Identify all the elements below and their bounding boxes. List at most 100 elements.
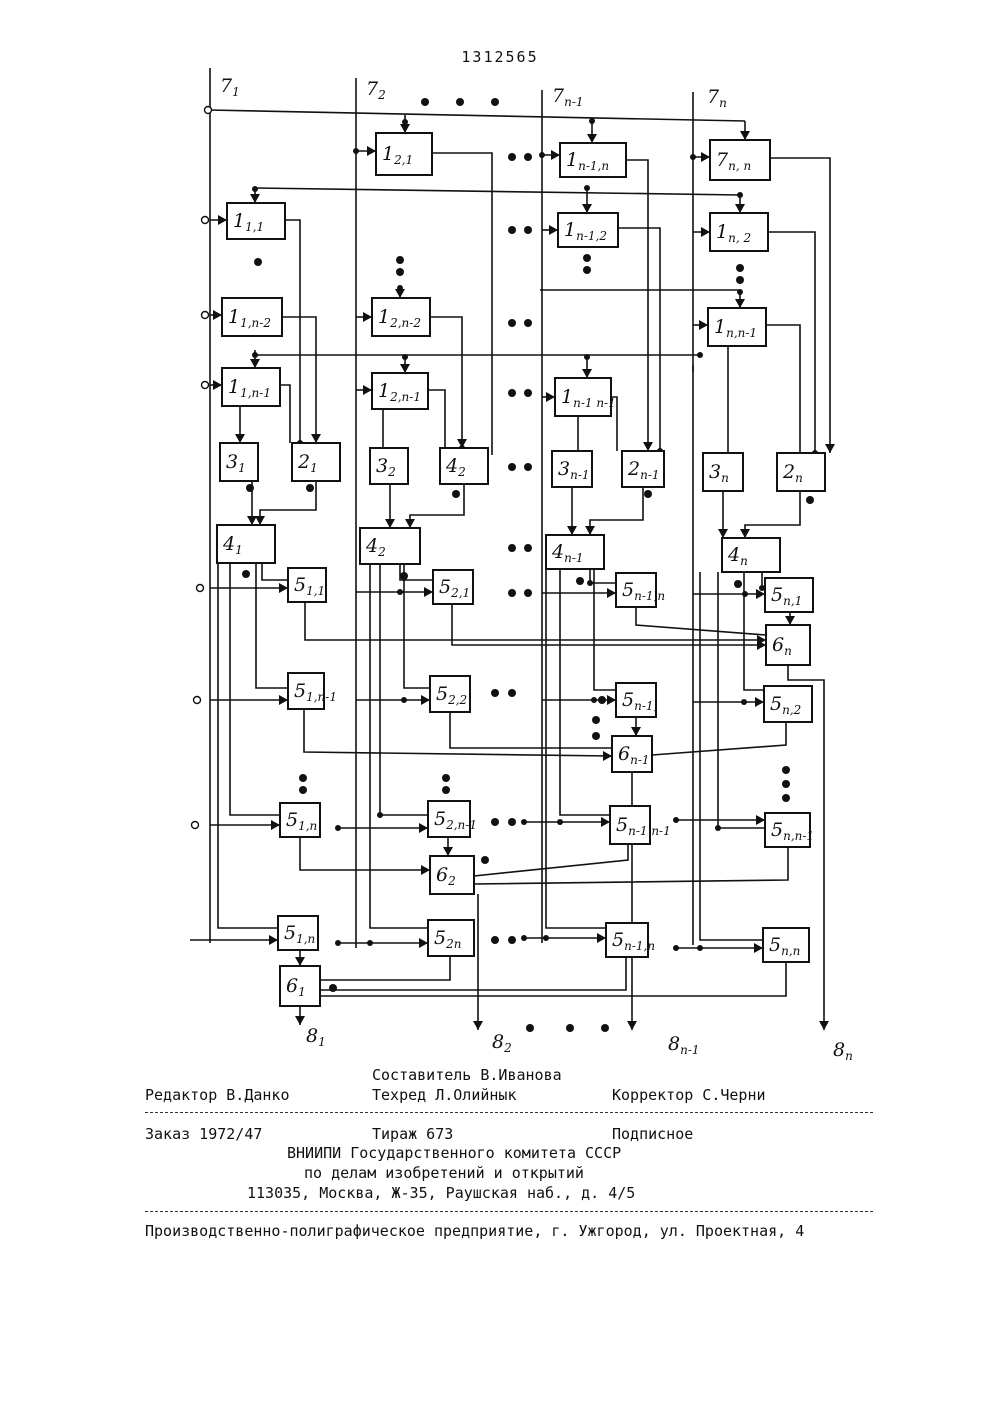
junction-dot (584, 354, 590, 360)
block-b5-22: 52,2 (430, 676, 470, 712)
arrowhead (735, 204, 745, 213)
block-b1-n1n: 1n-1,n (560, 143, 626, 177)
ellipsis-dot (524, 153, 532, 161)
block-b5-n1n: 5n-1,n (616, 573, 665, 607)
output-label-3: 8n-1 (668, 1033, 700, 1057)
block-b1-1n2: 11,n-2 (222, 298, 282, 336)
wire (590, 487, 643, 535)
wire (450, 712, 612, 748)
arrowhead (607, 695, 616, 705)
junction-dot (335, 825, 341, 831)
block-b1-2n1: 12,n-1 (372, 373, 428, 409)
arrowhead (631, 727, 641, 736)
ellipsis-dot (299, 774, 307, 782)
circuit-diagram: 12,11n-1,n7n, n11,11n-1,21n, 211,n-212,n… (0, 0, 1000, 1080)
wire (430, 317, 462, 448)
org-line-1: ВНИИПИ Государственного комитета СССР (287, 1144, 621, 1162)
ellipsis-dot (329, 984, 337, 992)
block-b2-1: 21 (292, 443, 340, 481)
wire (256, 563, 288, 688)
wire (560, 569, 610, 815)
arrowhead (235, 434, 245, 443)
junction-dot (715, 825, 721, 831)
arrowhead (754, 943, 763, 953)
arrowhead (627, 1021, 637, 1030)
composer-credit: Составитель В.Иванова (372, 1066, 562, 1084)
arrowhead (735, 299, 745, 308)
wire (474, 844, 628, 876)
ellipsis-dot (421, 98, 429, 106)
wire (766, 325, 800, 453)
ellipsis-dot (508, 389, 516, 397)
junction-dot (543, 935, 549, 941)
ellipsis-dot (583, 266, 591, 274)
junction-dot (673, 945, 679, 951)
ellipsis-dot (598, 696, 606, 704)
input-ring (205, 107, 212, 114)
junction-dot (397, 589, 403, 595)
wire (304, 709, 612, 756)
block-b5-2n: 52n (428, 920, 474, 956)
ellipsis-dot (644, 490, 652, 498)
block-b5-nn: 5n,n (763, 928, 809, 962)
ellipsis-dot (736, 276, 744, 284)
wire (745, 491, 800, 538)
ellipsis-dot (782, 766, 790, 774)
ellipsis-dot (246, 484, 254, 492)
ellipsis-dot (491, 818, 499, 826)
block-b6-n: 6n (766, 625, 810, 665)
ellipsis-dot (508, 319, 516, 327)
wire (282, 317, 316, 443)
ellipsis-dot (592, 732, 600, 740)
wire (618, 228, 660, 451)
arrowhead (785, 616, 795, 625)
ellipsis-dot (396, 268, 404, 276)
input-ring (197, 585, 204, 592)
junction-dot (737, 289, 743, 295)
junction-dot (557, 819, 563, 825)
wire (370, 564, 428, 928)
arrowhead (701, 152, 710, 162)
wire (652, 722, 786, 755)
output-label-2: 82 (492, 1031, 512, 1055)
arrowhead (250, 194, 260, 203)
arrowhead (443, 847, 453, 856)
block-b1-n12: 1n-1,2 (558, 213, 618, 247)
block-b4-2: 42 (360, 528, 420, 564)
input-ring (194, 697, 201, 704)
block-b6-n1: 6n-1 (612, 736, 652, 772)
arrowhead (473, 1021, 483, 1030)
ellipsis-dot (583, 254, 591, 262)
output-label-4: 8n (833, 1039, 853, 1063)
arrowhead (250, 359, 260, 368)
block-b3-n1: 3n-1 (552, 451, 592, 487)
arrowhead (405, 519, 415, 528)
block-b4-n: 4n (722, 538, 780, 572)
arrowhead (756, 815, 765, 825)
arrowhead (295, 957, 305, 966)
order-number: Заказ 1972/47 (145, 1125, 262, 1143)
ellipsis-dot (782, 780, 790, 788)
junction-dot (401, 697, 407, 703)
junction-dot (584, 185, 590, 191)
junction-dot (252, 352, 258, 358)
arrowhead (400, 124, 410, 133)
ellipsis-dot (782, 794, 790, 802)
input-label-2: 72 (366, 78, 386, 102)
ellipsis-dot (524, 226, 532, 234)
ellipsis-dot (491, 689, 499, 697)
junction-dot (335, 940, 341, 946)
divider-bottom (145, 1211, 873, 1212)
ellipsis-dot (442, 774, 450, 782)
arrowhead (385, 519, 395, 528)
input-ring (202, 382, 209, 389)
arrowhead (582, 369, 592, 378)
junction-dot (742, 591, 748, 597)
arrowhead (363, 312, 372, 322)
block-b1-nn1: 1n,n-1 (708, 308, 766, 346)
arrowhead (269, 935, 278, 945)
junction-dot (673, 817, 679, 823)
ellipsis-dot (524, 389, 532, 397)
ellipsis-dot (456, 98, 464, 106)
junction-dot (587, 580, 593, 586)
